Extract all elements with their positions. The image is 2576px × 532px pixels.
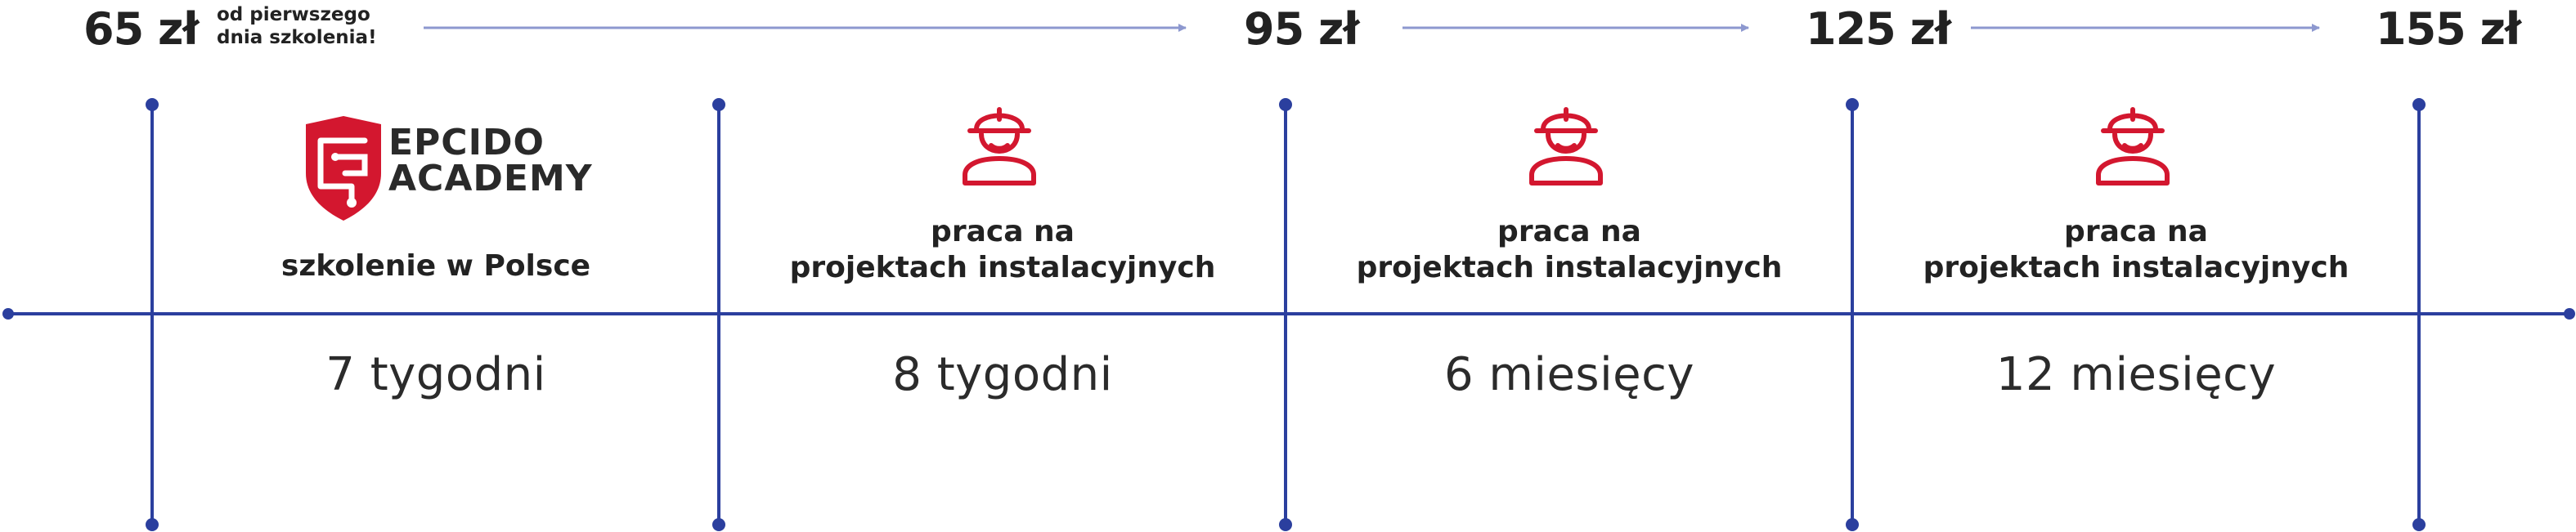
worker-helmet-icon: [963, 107, 1036, 186]
stage-2-duration: 8 tygodni: [892, 348, 1113, 401]
logo-line1: EPCIDO: [388, 122, 545, 163]
stage-3-caption: praca na projektach instalacyjnych: [1340, 214, 1798, 286]
stage-4-duration: 12 miesięcy: [1995, 348, 2277, 401]
stage-4-caption: praca na projektach instalacyjnych: [1907, 214, 2365, 286]
stage-3-caption-line1: praca na: [1497, 215, 1641, 248]
logo-line2: ACADEMY: [388, 158, 593, 199]
timeline-start-dot: [2, 308, 14, 320]
stage-1-caption: szkolenie w Polsce: [280, 249, 591, 283]
stage-1-duration: 7 tygodni: [325, 348, 546, 401]
price-95: 95 zł: [1244, 3, 1359, 55]
divider-3: [1279, 98, 1292, 531]
divider-4: [1846, 98, 1859, 531]
stage-3-duration: 6 miesięcy: [1443, 348, 1695, 401]
worker-helmet-icon: [2096, 107, 2170, 186]
divider-5: [2412, 98, 2426, 531]
stage-3-caption-line2: projektach instalacyjnych: [1356, 251, 1783, 284]
stage-2-caption: praca na projektach instalacyjnych: [774, 214, 1232, 286]
timeline-end-dot: [2564, 308, 2575, 320]
stage-4-caption-line1: praca na: [2064, 215, 2208, 248]
epcido-academy-logo: EPCIDO ACADEMY: [303, 114, 597, 229]
first-day-note-line1: od pierwszego: [217, 4, 370, 25]
stage-2-caption-line1: praca na: [931, 215, 1075, 248]
stage-2-caption-line2: projektach instalacyjnych: [789, 251, 1216, 284]
worker-helmet-icon: [1529, 107, 1603, 186]
price-65: 65 zł: [83, 3, 199, 55]
epcido-shield-icon: [306, 116, 381, 221]
price-155: 155 zł: [2376, 3, 2521, 55]
price-125: 125 zł: [1806, 3, 1951, 55]
stage-4-caption-line2: projektach instalacyjnych: [1923, 251, 2349, 284]
divider-1: [146, 98, 159, 531]
first-day-note: od pierwszego dnia szkolenia!: [217, 3, 377, 49]
first-day-note-line2: dnia szkolenia!: [217, 27, 377, 48]
divider-2: [712, 98, 725, 531]
